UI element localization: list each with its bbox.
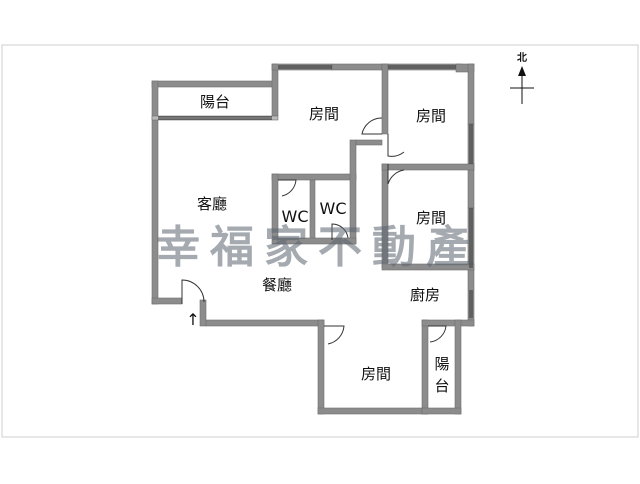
north-arrow-icon xyxy=(510,66,534,104)
label-balcony-top: 陽台 xyxy=(200,93,230,111)
bedroom-top-right-door xyxy=(387,134,405,157)
bedroom-top-door xyxy=(361,117,383,135)
doors xyxy=(181,117,447,345)
room-labels: 陽台 房間 房間 房間 客廳 WC WC 餐廳 廚房 房間 陽 台 xyxy=(197,93,450,395)
bedroom-right-door xyxy=(387,164,405,185)
label-bedroom-right: 房間 xyxy=(416,209,446,227)
label-bedroom-top: 房間 xyxy=(309,105,339,123)
label-balcony-bottom-line1: 陽 xyxy=(434,355,449,373)
label-dining-room: 餐廳 xyxy=(262,276,292,294)
windows xyxy=(158,65,473,318)
compass-north-label: 北 xyxy=(517,51,527,64)
label-bedroom-top-right: 房間 xyxy=(416,107,446,125)
label-kitchen: 廚房 xyxy=(410,286,440,304)
label-bedroom-bottom: 房間 xyxy=(361,365,391,383)
entrance-door xyxy=(181,279,205,304)
wc-right-door xyxy=(331,223,349,240)
label-wc-left: WC xyxy=(282,207,309,226)
balcony-bottom-door xyxy=(428,325,447,343)
compass: 北 xyxy=(510,51,534,104)
entrance-arrow-icon: ↑ xyxy=(186,310,199,329)
walls xyxy=(151,63,475,415)
bedroom-bottom-door xyxy=(324,325,345,345)
watermark-text: 幸福家不動產 xyxy=(156,222,480,273)
label-living-room: 客廳 xyxy=(197,195,227,213)
wc-left-door xyxy=(278,179,297,197)
label-balcony-bottom-line2: 台 xyxy=(434,377,449,395)
label-wc-right: WC xyxy=(320,199,347,218)
